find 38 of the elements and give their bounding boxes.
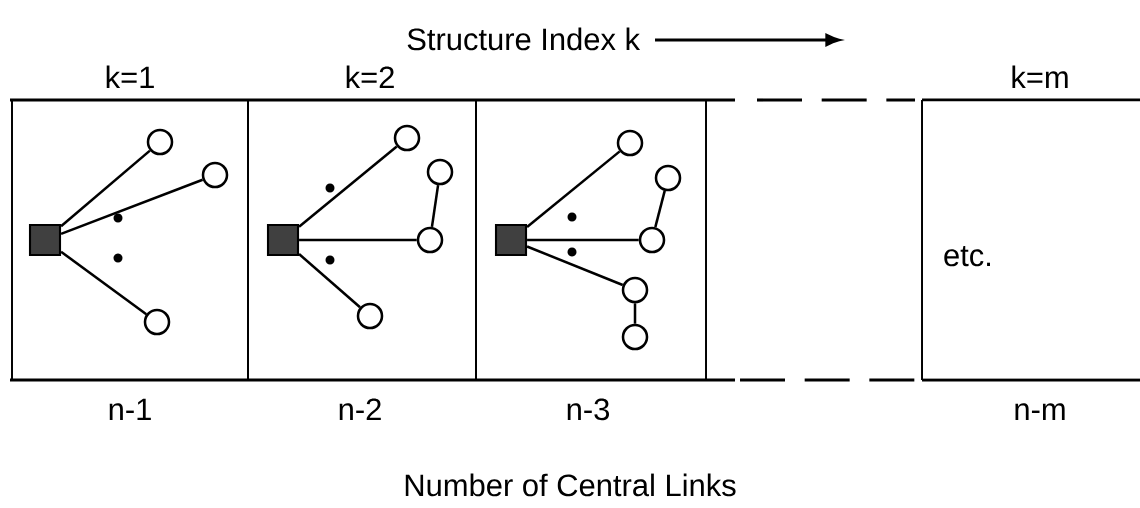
link-line <box>526 150 621 228</box>
filled-square <box>266 223 300 257</box>
link-line <box>299 238 417 242</box>
link-line <box>633 303 637 324</box>
filled-square <box>494 223 528 257</box>
circle <box>143 308 171 336</box>
circle <box>201 161 229 189</box>
link-line <box>430 184 440 228</box>
circle <box>416 226 444 254</box>
panel-caption: n-m <box>1015 403 1065 420</box>
circle <box>393 124 421 152</box>
circle <box>621 323 649 351</box>
axis-title: Structure Index k <box>407 27 641 51</box>
panel-caption: n-2 <box>339 398 381 420</box>
link-line <box>526 245 624 287</box>
circle <box>654 164 682 192</box>
panel-caption: n-3 <box>567 398 609 421</box>
link-line <box>60 149 151 228</box>
panel-text: etc. <box>944 246 990 267</box>
circle <box>638 226 666 254</box>
panel-frame <box>475 99 707 381</box>
axis-title: Number of Central Links <box>405 473 736 497</box>
panel-heading: k=1 <box>106 65 154 88</box>
link-line <box>527 238 639 242</box>
circle <box>426 158 454 186</box>
panel-heading: k=m <box>1012 65 1068 88</box>
link-line <box>60 250 148 316</box>
link-line <box>654 190 666 228</box>
circle <box>356 302 384 330</box>
link-line <box>60 178 204 236</box>
circle <box>616 129 644 157</box>
filled-square <box>28 223 62 257</box>
link-line <box>298 253 361 309</box>
circle <box>621 276 649 304</box>
panel-caption: n-1 <box>109 398 151 420</box>
panel-heading: k=2 <box>346 65 394 88</box>
circle <box>146 128 174 156</box>
link-line <box>298 145 398 228</box>
